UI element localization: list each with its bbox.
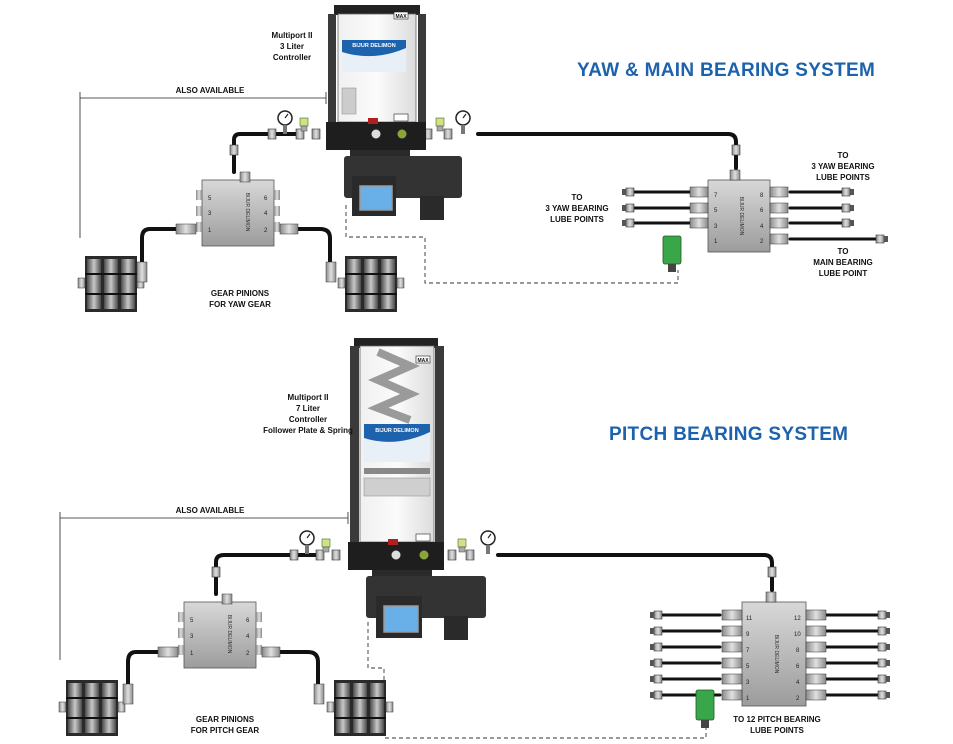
gear-pinion-icon	[337, 255, 405, 313]
svg-text:2: 2	[246, 651, 250, 657]
svg-text:6: 6	[246, 618, 250, 624]
yaw-gear-divider-block: BIJUR DELIMON 5 3 1 6 4 2	[175, 171, 299, 247]
yaw-gear-pinions-label: GEAR PINIONS FOR YAW GEAR	[209, 289, 271, 309]
svg-text:6: 6	[760, 208, 764, 214]
yaw-also-available-label: ALSO AVAILABLE	[175, 86, 245, 95]
yaw-control-unit	[344, 156, 462, 220]
pitch-system-title: PITCH BEARING SYSTEM	[609, 424, 849, 445]
control-screen-icon	[359, 185, 393, 211]
svg-text:4: 4	[796, 680, 800, 686]
sensor-icon	[662, 235, 682, 272]
brand-logo: BIJUR DELIMON	[352, 43, 395, 49]
pitch-sensor-signal-line	[367, 622, 707, 739]
pitch-controller-label: Multiport II 7 Liter Controller Follower…	[263, 393, 353, 435]
pitch-lube-points-label: TO 12 PITCH BEARING LUBE POINTS	[733, 715, 821, 735]
pressure-gauge-icon	[299, 530, 315, 555]
max-tag: MAX	[395, 14, 407, 20]
svg-text:BIJUR DELIMON: BIJUR DELIMON	[226, 615, 232, 654]
svg-text:6: 6	[264, 196, 268, 202]
svg-text:3: 3	[208, 211, 212, 217]
svg-text:5: 5	[190, 618, 194, 624]
svg-text:8: 8	[796, 648, 800, 654]
gear-pinion-icon	[326, 679, 394, 737]
pitch-also-available-bracket	[59, 512, 349, 660]
sensor-icon	[695, 689, 715, 728]
svg-text:4: 4	[264, 211, 268, 217]
yaw-right-lube-points-label: TO 3 YAW BEARING LUBE POINTS	[811, 151, 875, 182]
pressure-gauge-icon	[277, 110, 293, 135]
pitch-pipes	[126, 553, 882, 697]
yaw-multiport-controller: BIJUR DELIMON MAX	[326, 5, 426, 160]
svg-text:4: 4	[246, 634, 250, 640]
pitch-also-available-label: ALSO AVAILABLE	[175, 506, 245, 515]
yaw-system-title: YAW & MAIN BEARING SYSTEM	[577, 60, 876, 81]
yaw-sensor-signal-line	[345, 205, 679, 284]
svg-text:2: 2	[796, 696, 800, 702]
svg-text:BIJUR DELIMON: BIJUR DELIMON	[773, 635, 779, 674]
svg-text:2: 2	[760, 239, 764, 245]
gear-pinion-icon	[58, 679, 126, 737]
svg-text:2: 2	[264, 228, 268, 234]
svg-text:3: 3	[190, 634, 194, 640]
svg-text:9: 9	[746, 632, 750, 638]
svg-text:MAX: MAX	[417, 358, 429, 364]
svg-text:8: 8	[760, 193, 764, 199]
svg-text:1: 1	[746, 696, 750, 702]
pitch-multiport-controller: BIJUR DELIMON MAX	[348, 338, 444, 580]
pitch-bearing-divider-block: BIJUR DELIMON 11 9 7 5 3 1 12 10 8 6 4 2	[721, 591, 827, 707]
yaw-also-available-bracket	[79, 92, 327, 238]
yaw-bearing-divider-block: BIJUR DELIMON 7 5 3 1 8 6 4 2	[689, 169, 789, 253]
svg-text:1: 1	[190, 651, 194, 657]
svg-text:3: 3	[714, 224, 718, 230]
svg-text:5: 5	[714, 208, 718, 214]
pressure-gauge-icon	[480, 530, 496, 555]
svg-text:BIJUR DELIMON: BIJUR DELIMON	[738, 197, 744, 236]
yaw-left-lube-points-label: TO 3 YAW BEARING LUBE POINTS	[545, 193, 609, 224]
svg-text:11: 11	[746, 616, 753, 622]
svg-text:BIJUR DELIMON: BIJUR DELIMON	[375, 428, 418, 434]
pitch-gear-pinions-label: GEAR PINIONS FOR PITCH GEAR	[190, 715, 260, 735]
main-bearing-lube-point-label: TO MAIN BEARING LUBE POINT	[813, 247, 873, 278]
svg-text:BIJUR DELIMON: BIJUR DELIMON	[244, 193, 250, 232]
pressure-gauge-icon	[455, 110, 471, 135]
svg-text:1: 1	[208, 228, 212, 234]
svg-text:1: 1	[714, 239, 718, 245]
svg-text:6: 6	[796, 664, 800, 670]
svg-text:12: 12	[794, 616, 801, 622]
gear-pinion-icon	[77, 255, 145, 313]
svg-text:7: 7	[714, 193, 718, 199]
svg-text:7: 7	[746, 648, 750, 654]
svg-text:4: 4	[760, 224, 764, 230]
control-screen-icon	[383, 605, 419, 633]
pitch-control-unit	[366, 576, 486, 640]
pitch-gear-divider-block: BIJUR DELIMON 5 3 1 6 4 2	[157, 593, 281, 669]
svg-text:5: 5	[208, 196, 212, 202]
svg-text:3: 3	[746, 680, 750, 686]
svg-text:5: 5	[746, 664, 750, 670]
svg-text:10: 10	[794, 632, 801, 638]
yaw-controller-label: Multiport II 3 Liter Controller	[271, 31, 313, 62]
